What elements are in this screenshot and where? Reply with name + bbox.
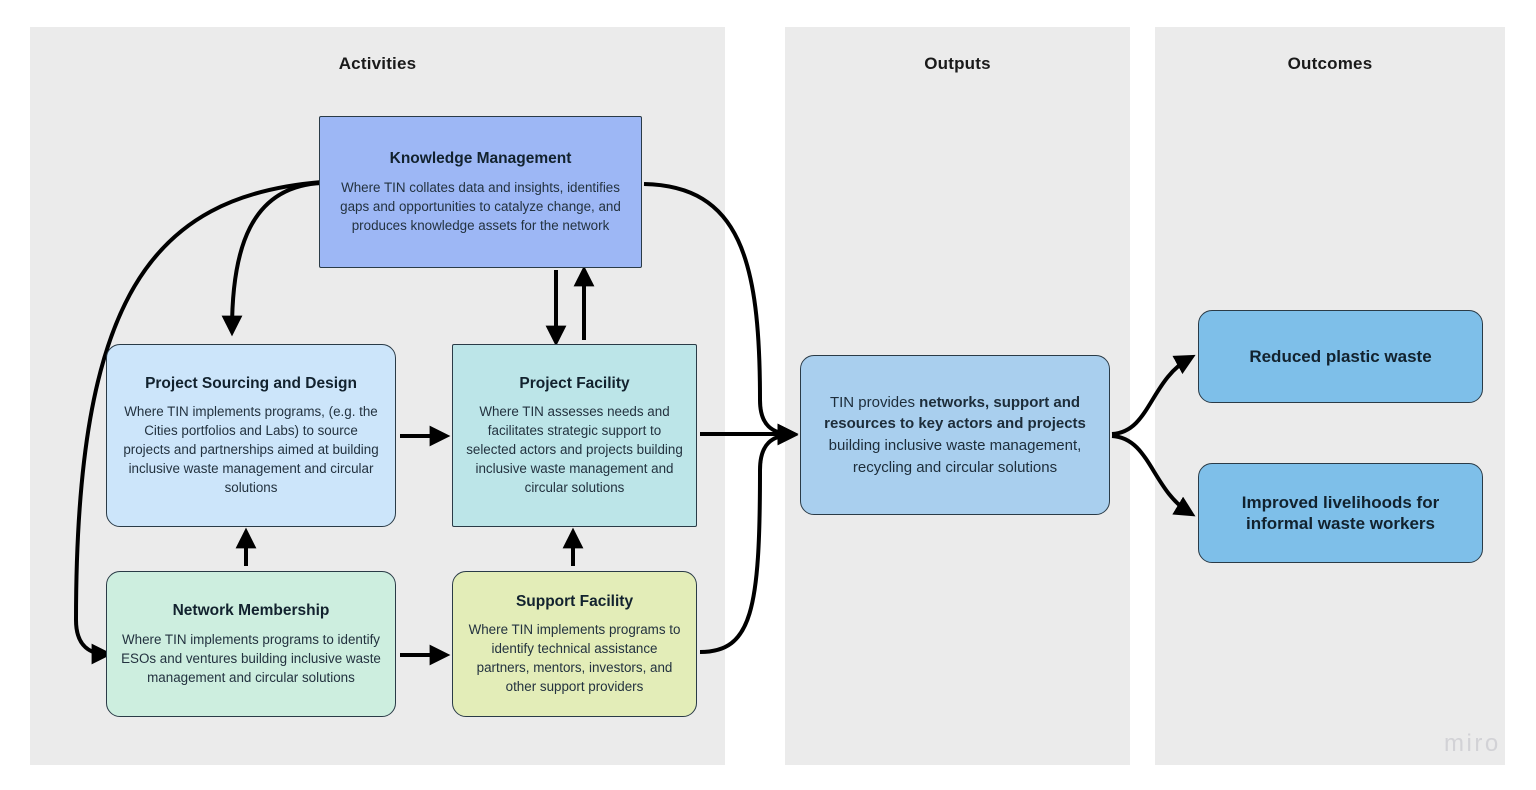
outputs-text-lead: TIN provides	[829, 393, 920, 411]
node-support-facility[interactable]: Support Facility Where TIN implements pr…	[452, 571, 697, 717]
node-outputs-statement[interactable]: TIN provides networks, support and resou…	[800, 355, 1110, 515]
node-title: Project Facility	[519, 374, 630, 392]
panel-title-activities: Activities	[338, 54, 417, 73]
panel-title-outputs: Outputs	[924, 54, 991, 73]
node-title: Improved livelihoods for informal waste …	[1241, 492, 1440, 533]
node-title: Project Sourcing and Design	[145, 374, 357, 392]
node-title: Support Facility	[515, 592, 634, 610]
node-project-sourcing-and-design[interactable]: Project Sourcing and Design Where TIN im…	[106, 344, 396, 527]
node-network-membership[interactable]: Network Membership Where TIN implements …	[106, 571, 396, 717]
node-body: Where TIN implements programs to identif…	[121, 631, 381, 685]
outputs-statement-text: TIN provides networks, support and resou…	[813, 392, 1097, 479]
node-body: Where TIN implements programs, (e.g. the…	[123, 404, 379, 496]
panel-title-outcomes: Outcomes	[1287, 54, 1373, 73]
node-knowledge-management[interactable]: Knowledge Management Where TIN collates …	[319, 116, 642, 268]
miro-watermark: miro	[1444, 730, 1501, 757]
node-project-facility[interactable]: Project Facility Where TIN assesses need…	[452, 344, 697, 527]
node-title: Knowledge Management	[389, 150, 572, 168]
node-title: Reduced plastic waste	[1249, 346, 1432, 366]
node-body: Where TIN implements programs to identif…	[468, 622, 681, 695]
node-title: Network Membership	[172, 602, 330, 620]
node-outcome-reduced-plastic-waste[interactable]: Reduced plastic waste	[1198, 310, 1483, 403]
node-body: Where TIN collates data and insights, id…	[340, 179, 621, 233]
node-outcome-improved-livelihoods[interactable]: Improved livelihoods for informal waste …	[1198, 463, 1483, 563]
node-body: Where TIN assesses needs and facilitates…	[466, 404, 683, 496]
outputs-text-tail: building inclusive waste management, rec…	[828, 437, 1082, 476]
outputs-text-bold: networks, support and resources to key a…	[824, 393, 1086, 433]
